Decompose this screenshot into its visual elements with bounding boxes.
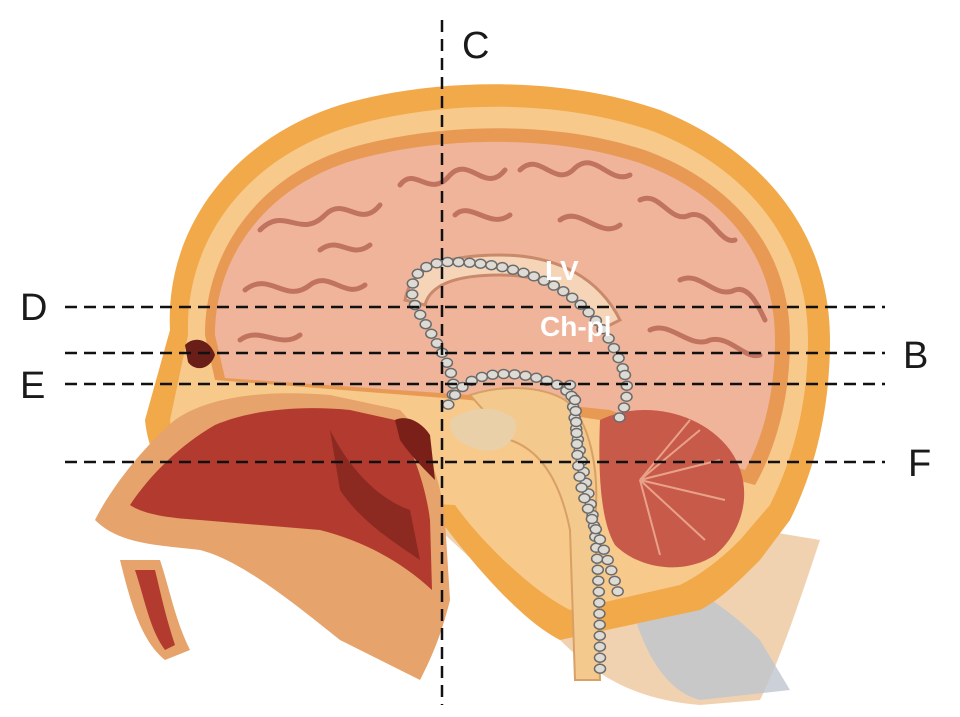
choroid-bead <box>592 597 606 608</box>
choroid-bead <box>485 259 498 271</box>
plane-f-label: F <box>908 443 931 485</box>
choroid-bead <box>591 564 605 575</box>
choroid-bead <box>474 258 487 269</box>
choroid-bead <box>597 544 611 555</box>
choroid-bead <box>444 367 458 379</box>
choroid-bead <box>593 534 607 545</box>
choroid-bead <box>589 523 603 535</box>
choroid-bead <box>573 471 586 483</box>
choroid-bead <box>590 553 604 564</box>
choroid-bead <box>581 503 595 514</box>
choroid-bead <box>405 289 419 300</box>
choroid-bead <box>496 261 509 273</box>
choroid-bead <box>570 427 583 439</box>
choroid-bead <box>593 641 607 652</box>
plane-d-label: D <box>20 287 47 329</box>
choroid-bead <box>547 280 561 291</box>
choroid-bead <box>593 652 607 663</box>
choroid-bead <box>406 278 420 289</box>
choroid-bead <box>570 438 584 450</box>
choroid-bead <box>537 275 551 286</box>
choroid-plexus-label: Ch-pl <box>540 311 612 342</box>
nasal-cavity <box>95 339 450 680</box>
choroid-bead <box>557 286 570 297</box>
choroid-bead <box>601 554 614 566</box>
choroid-bead <box>452 256 465 268</box>
choroid-bead <box>613 412 626 423</box>
choroid-bead <box>442 399 455 410</box>
choroid-bead <box>593 619 606 630</box>
lateral-ventricle-label: LV <box>545 255 579 286</box>
choroid-bead <box>611 586 624 597</box>
choroid-bead <box>571 449 584 461</box>
choroid-bead <box>593 663 607 674</box>
choroid-bead <box>411 268 425 280</box>
choroid-bead <box>617 402 631 413</box>
choroid-bead <box>475 371 489 383</box>
choroid-bead <box>517 267 530 278</box>
choroid-bead <box>605 565 618 576</box>
choroid-bead <box>569 416 583 428</box>
choroid-bead <box>593 630 607 641</box>
choroid-bead <box>618 369 632 381</box>
choroid-bead <box>527 271 541 282</box>
cut-planes <box>65 20 885 705</box>
plane-c-label: C <box>462 25 489 67</box>
choroid-bead <box>620 380 634 392</box>
choroid-bead <box>592 575 605 586</box>
choroid-bead <box>425 328 438 339</box>
choroid-bead <box>607 342 621 354</box>
choroid-bead <box>592 586 606 597</box>
choroid-bead <box>413 309 427 320</box>
cerebellum <box>599 410 745 568</box>
choroid-bead <box>506 264 520 275</box>
choroid-bead <box>448 389 462 401</box>
choroid-bead <box>596 324 609 335</box>
choroid-bead <box>612 352 625 364</box>
choroid-bead <box>430 258 443 269</box>
choroid-bead <box>569 405 582 417</box>
choroid-bead <box>530 372 543 383</box>
choroid-bead <box>593 608 606 619</box>
choroid-bead <box>575 482 588 493</box>
choroid-bead <box>568 394 582 406</box>
choroid-bead <box>620 391 633 403</box>
choroid-bead <box>441 256 454 268</box>
plane-e-label: E <box>20 365 45 407</box>
plane-b-label: B <box>903 335 928 377</box>
choroid-bead <box>585 513 599 525</box>
choroid-bead <box>519 370 532 381</box>
choroid-bead <box>589 315 603 326</box>
choroid-bead <box>419 318 432 330</box>
choroid-bead <box>463 257 476 268</box>
choroid-bead <box>608 575 621 587</box>
choroid-bead <box>486 369 499 380</box>
choroid-bead <box>508 369 521 380</box>
choroid-bead <box>420 261 433 273</box>
choroid-bead <box>497 368 510 380</box>
choroid-bead <box>602 333 615 344</box>
choroid-bead <box>565 292 579 303</box>
choroid-bead <box>578 493 591 504</box>
